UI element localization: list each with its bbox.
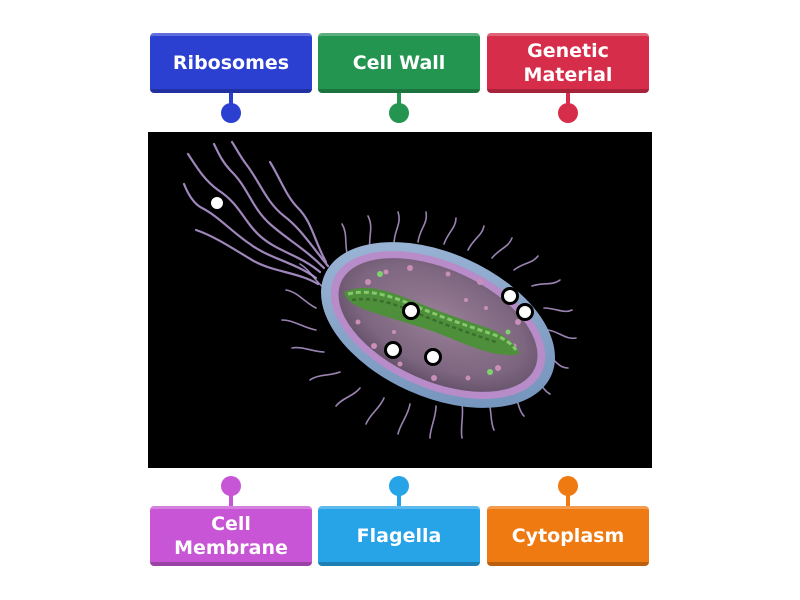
label-ribosomes[interactable]: Ribosomes: [150, 33, 312, 93]
label-flagella[interactable]: Flagella: [318, 506, 480, 566]
bacterium-illustration: [182, 140, 577, 439]
label-cytoplasm-text: Cytoplasm: [511, 524, 625, 547]
hotspot-flagella[interactable]: [208, 194, 226, 212]
hotspot-genetic-material[interactable]: [402, 302, 420, 320]
label-cell-membrane-stem: [229, 494, 233, 506]
label-cytoplasm-stem: [566, 494, 570, 506]
label-cell-wall[interactable]: Cell Wall: [318, 33, 480, 93]
hotspot-cytoplasm[interactable]: [384, 341, 402, 359]
label-ribosomes-pin[interactable]: [221, 103, 241, 123]
label-cell-wall-text: Cell Wall: [352, 51, 446, 74]
label-genetic-material-text: Genetic Material: [523, 39, 613, 86]
bacterium-image: [148, 132, 652, 468]
label-flagella-text: Flagella: [356, 524, 442, 547]
label-ribosomes-text: Ribosomes: [172, 51, 290, 74]
hotspot-ribosomes[interactable]: [424, 348, 442, 366]
label-cytoplasm[interactable]: Cytoplasm: [487, 506, 649, 566]
hotspot-cell-membrane[interactable]: [501, 287, 519, 305]
label-cell-wall-pin[interactable]: [389, 103, 409, 123]
label-genetic-material[interactable]: Genetic Material: [487, 33, 649, 93]
label-cell-membrane-text: Cell Membrane: [174, 512, 288, 559]
label-flagella-stem: [397, 494, 401, 506]
label-cell-membrane-pin[interactable]: [221, 476, 241, 496]
label-flagella-pin[interactable]: [389, 476, 409, 496]
label-cell-membrane[interactable]: Cell Membrane: [150, 506, 312, 566]
label-ribosomes-stem: [229, 93, 233, 105]
hotspot-cell-wall[interactable]: [516, 303, 534, 321]
label-cell-wall-stem: [397, 93, 401, 105]
flagella-strands: [182, 140, 330, 286]
label-genetic-material-pin[interactable]: [558, 103, 578, 123]
label-genetic-material-stem: [566, 93, 570, 105]
green-granules: [377, 271, 511, 375]
genetic-material-shape: [344, 287, 520, 355]
label-cytoplasm-pin[interactable]: [558, 476, 578, 496]
